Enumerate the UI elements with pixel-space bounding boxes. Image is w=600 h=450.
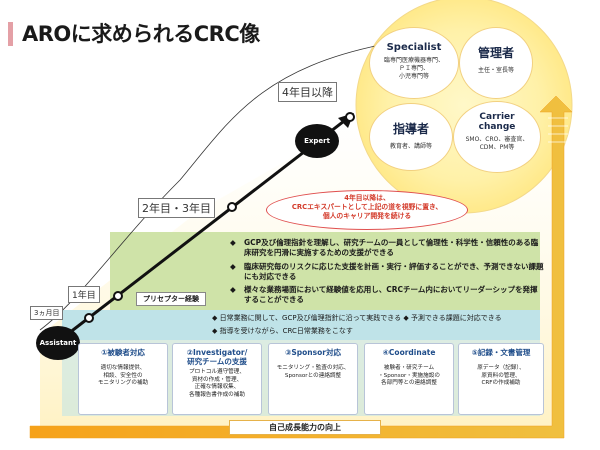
circle-desc: 臨専門医療機器専門、 — [383, 57, 444, 64]
role-box-5: ⑤記録・文書管理 原データ（記録）、 原資料の管理、 CRFの作成補助 — [458, 343, 544, 415]
career-glow-circle — [355, 0, 573, 214]
growth-label: 自己成長能力の向上 — [229, 420, 381, 435]
assistant-node: Assistant — [36, 326, 80, 360]
role-box-title: 研究チームの支援 — [187, 357, 247, 366]
role-box-2: ②Investigator/ 研究チームの支援 プロトコル遵守管理、 資材の作成… — [172, 343, 262, 415]
role-box-3: ③Sponsor対応 モニタリング・監査の対応、 Sponsorとの連絡調整 — [268, 343, 358, 415]
arrow-stripes — [548, 117, 568, 143]
milestone-label-3m: 3ヵ月目 — [30, 306, 64, 320]
title-accent-bar — [8, 22, 13, 46]
dot-23y — [227, 202, 237, 212]
lower-level-band — [62, 310, 540, 340]
career-diagonal-line — [59, 116, 349, 342]
upper-bullet: ◆ GCP及び倫理指針を理解し、研究チームの一員として倫理性・科学性・信頼性のあ… — [230, 238, 544, 258]
role-box-title: ②Investigator/ — [186, 348, 248, 357]
upper-bullet-text: 臨床研究毎のリスクに応じた支援を計画・実行・評価することができ、予測できない課題… — [244, 262, 544, 281]
role-box-title: ④Coordinate — [382, 348, 436, 357]
role-box-1: ①被験者対応 適切な情報提供、 相談、安全性の モニタリングの補助 — [78, 343, 168, 415]
dot-3m — [84, 313, 94, 323]
role-box-desc: 正確な情報収集、 — [194, 384, 240, 390]
circle-desc: ＰＩ専門、 — [398, 65, 429, 72]
expert-note-oval: 4年目以降は、 CRCエキスパートとして上記の道を視野に置き、 個人のキャリア開… — [266, 190, 468, 230]
role-box-desc: 相談、安全性の — [103, 372, 143, 379]
role-box-desc: 各種報告書作成の補助 — [189, 391, 245, 398]
circle-desc: 主任・室長等 — [477, 67, 514, 74]
page-title: AROに求められるCRC像 — [22, 22, 260, 46]
milestone-label-2-3y: 2年目・3年目 — [138, 198, 215, 218]
circle-desc: SMO、CRO、審査官、 — [465, 136, 529, 143]
lower-bullet: ◆ 日常業務に関して、GCP及び倫理指針に沿って実践できる ◆ 予測できる課題に… — [212, 314, 502, 322]
circle-instructor: 指導者 教育者、講師等 — [370, 104, 452, 170]
preceptor-label: プリセプター経験 — [136, 292, 206, 306]
role-box-desc: 被験者・研究チーム — [383, 365, 435, 371]
diamond-icon: ◆ — [230, 262, 236, 271]
circle-career-change: Carrier change SMO、CRO、審査官、 CDM、PM等 — [454, 102, 540, 172]
circle-title: 指導者 — [392, 122, 429, 136]
role-box-title: ⑤記録・文書管理 — [471, 348, 531, 357]
role-box-desc: モニタリングの補助 — [97, 380, 149, 386]
upper-bullet-text: GCP及び倫理指針を理解し、研究チームの一員として倫理性・科学性・信頼性のある臨… — [244, 238, 539, 257]
role-box-desc: 原データ（記録）、 — [477, 365, 525, 371]
role-box-desc: 適切な情報提供、 — [100, 365, 146, 371]
role-box-desc: CRFの作成補助 — [481, 380, 521, 386]
circle-specialist: Specialist 臨専門医療機器専門、 ＰＩ専門、 小児専門等 — [370, 28, 458, 98]
role-box-desc: 原資料の管理、 — [481, 372, 521, 379]
circle-desc: CDM、PM等 — [479, 144, 515, 151]
role-box-desc: モニタリング・監査の対応、 — [276, 365, 350, 371]
growth-arrow — [29, 95, 573, 439]
role-box-4: ④Coordinate 被験者・研究チーム ・Sponsor・実施施設の 各部門… — [364, 343, 454, 415]
oval-line: 個人のキャリア開発を続ける — [322, 212, 412, 220]
expert-node: Expert — [295, 124, 339, 158]
lower-bullet: ◆ 指導を受けながら、CRC日常業務をこなす — [212, 327, 353, 335]
dot-4y — [345, 112, 355, 122]
role-box-desc: プロトコル遵守管理、 — [189, 369, 245, 375]
upper-bullet: ◆ 臨床研究毎のリスクに応じた支援を計画・実行・評価することができ、予測できない… — [230, 262, 544, 282]
role-box-desc: Sponsorとの連絡調整 — [284, 372, 342, 379]
circle-desc: 教育者、講師等 — [389, 143, 432, 150]
diamond-icon: ◆ — [230, 238, 236, 247]
dot-1y — [113, 291, 123, 301]
diamond-icon: ◆ — [230, 285, 236, 294]
circle-title: 管理者 — [477, 46, 514, 60]
oval-line: 4年目以降は、 — [344, 194, 390, 202]
role-box-desc: 各部門等との連絡調整 — [381, 380, 437, 386]
circle-manager: 管理者 主任・室長等 — [460, 28, 532, 98]
role-box-desc: ・Sponsor・実施施設の — [378, 372, 440, 379]
upper-bullet-text: 様々な業務場面において経験値を応用し、CRCチーム内においてリーダーシップを発揮… — [244, 285, 538, 304]
role-box-desc: 資材の作成・管理、 — [191, 376, 243, 383]
role-box-title: ①被験者対応 — [101, 348, 145, 357]
milestone-label-4y: 4年目以降 — [278, 82, 337, 102]
circle-desc: 小児専門等 — [398, 73, 429, 80]
circle-title: Specialist — [386, 42, 442, 53]
circle-title: Carrier change — [478, 112, 516, 132]
milestone-label-1y: 1年目 — [68, 286, 100, 303]
oval-line: CRCエキスパートとして上記の道を視野に置き、 — [291, 203, 443, 211]
role-box-title: ③Sponsor対応 — [285, 348, 341, 357]
upper-bullet: ◆ 様々な業務場面において経験値を応用し、CRCチーム内においてリーダーシップを… — [230, 285, 544, 305]
